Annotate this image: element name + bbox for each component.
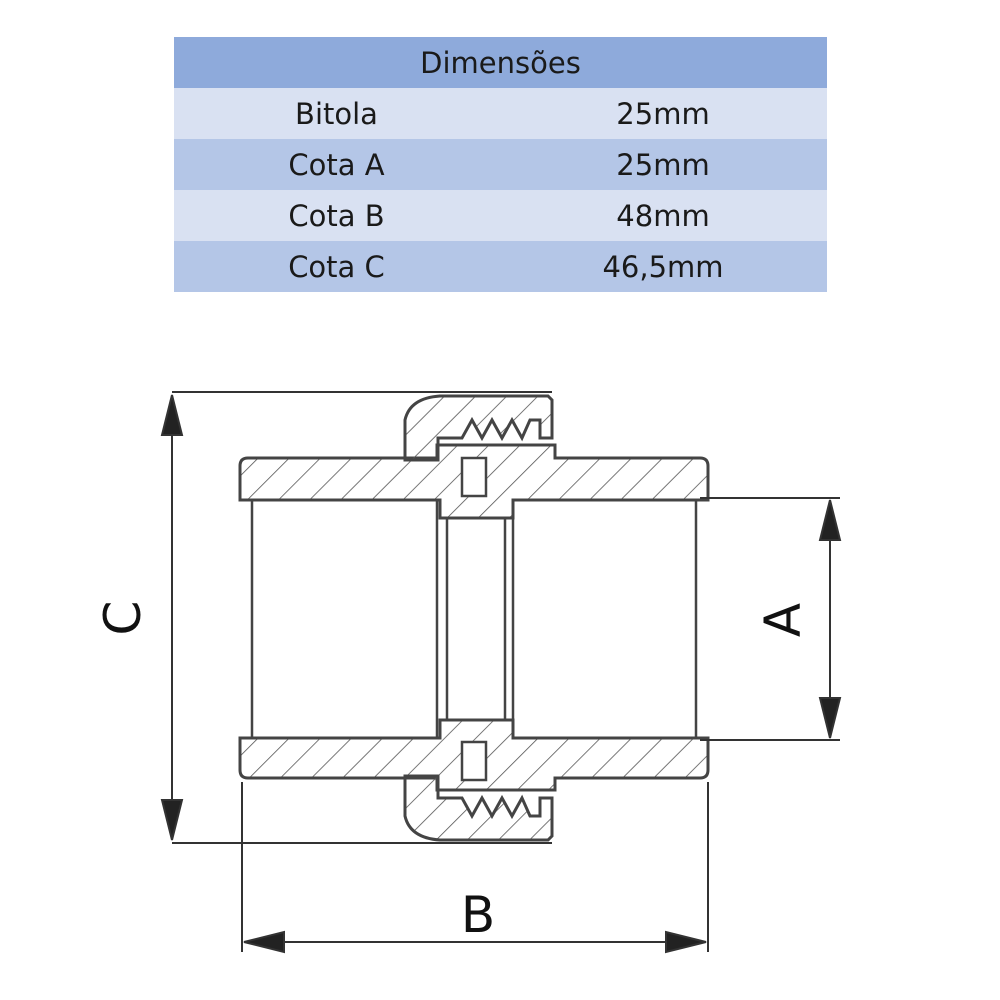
- row-label: Cota B: [174, 190, 499, 241]
- label-b: B: [461, 886, 495, 944]
- table-row: Cota C 46,5mm: [174, 241, 828, 292]
- dimension-lines: [160, 391, 842, 954]
- row-value: 25mm: [499, 139, 828, 190]
- table-header-row: Dimensões: [174, 37, 828, 88]
- arrow-a-top: [818, 499, 842, 541]
- row-label: Cota C: [174, 241, 499, 292]
- arrow-c-bottom: [160, 799, 184, 841]
- label-c: C: [94, 601, 152, 636]
- arrow-a-bottom: [818, 697, 842, 739]
- arrow-b-right: [665, 930, 707, 954]
- row-label: Bitola: [174, 88, 499, 139]
- union-nut-top: [403, 394, 554, 462]
- dimensions-table: Dimensões Bitola 25mm Cota A 25mm Cota B…: [174, 37, 828, 292]
- arrow-b-left: [243, 930, 285, 954]
- row-value: 48mm: [499, 190, 828, 241]
- row-value: 46,5mm: [499, 241, 828, 292]
- row-value: 25mm: [499, 88, 828, 139]
- arrow-c-top: [160, 394, 184, 436]
- table-title: Dimensões: [174, 37, 828, 88]
- table-row: Bitola 25mm: [174, 88, 828, 139]
- union-fitting-drawing: C A B: [94, 391, 842, 954]
- label-a: A: [754, 603, 812, 637]
- table-row: Cota A 25mm: [174, 139, 828, 190]
- table-row: Cota B 48mm: [174, 190, 828, 241]
- row-label: Cota A: [174, 139, 499, 190]
- inner-bore: [250, 456, 698, 782]
- union-nut-bottom: [403, 774, 554, 842]
